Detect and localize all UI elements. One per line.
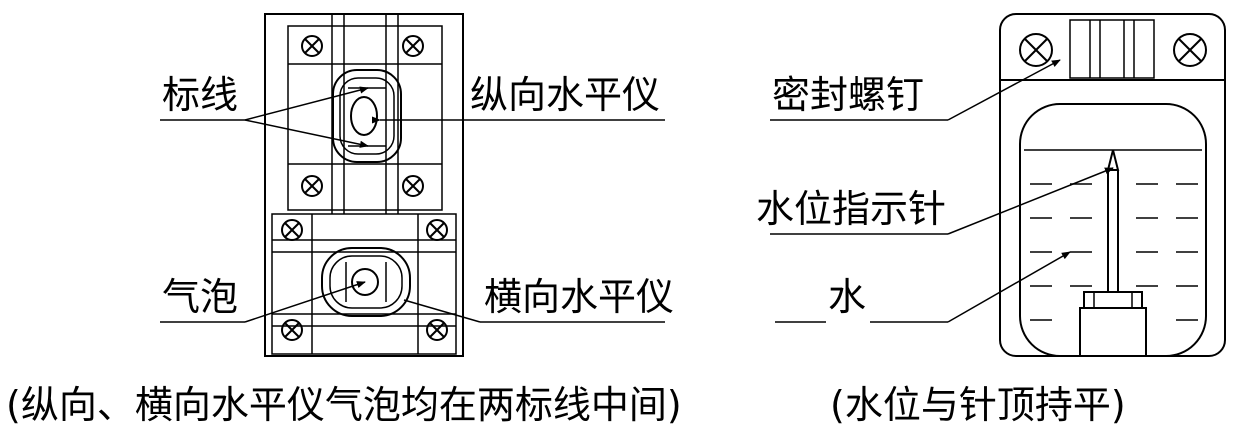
mark-lines-label: 标线 — [162, 73, 238, 117]
screw-icon — [1173, 33, 1207, 67]
screw-icon — [301, 35, 323, 57]
screw-icon — [402, 35, 424, 57]
water-label: 水 — [828, 275, 866, 319]
pointer-needle — [1079, 149, 1147, 357]
screw-icon — [301, 175, 323, 197]
sealing-screw-label: 密封螺钉 — [772, 73, 924, 117]
screw-icon — [426, 319, 448, 341]
water-surface-dashes — [1024, 149, 1202, 321]
level-plate-figure: 标线 纵向水平仪 气泡 横向水平仪 (纵向、横向水平仪气泡均在两标线中间) — [6, 13, 682, 427]
bubble-label: 气泡 — [162, 275, 238, 319]
screw-icon — [281, 219, 303, 241]
mounting-plate — [264, 13, 464, 357]
right-caption: (水位与针顶持平) — [830, 383, 1126, 427]
longitudinal-level-assembly — [287, 14, 443, 214]
water-chamber — [1019, 103, 1207, 357]
longitudinal-level-label: 纵向水平仪 — [470, 73, 660, 117]
screw-icons — [281, 35, 448, 341]
screw-icon — [281, 319, 303, 341]
left-caption: (纵向、横向水平仪气泡均在两标线中间) — [6, 383, 682, 427]
water-level-pointer-label: 水位指示针 — [756, 187, 946, 231]
screw-icon — [1019, 33, 1053, 67]
transverse-level-label: 横向水平仪 — [484, 275, 674, 319]
screw-icon — [402, 175, 424, 197]
right-leader-lines — [770, 59, 1114, 323]
transverse-level-assembly — [271, 213, 457, 355]
left-leader-lines — [160, 86, 665, 323]
screw-icon — [426, 219, 448, 241]
water-level-figure: 密封螺钉 水位指示针 水 (水位与针顶持平) — [756, 13, 1226, 427]
